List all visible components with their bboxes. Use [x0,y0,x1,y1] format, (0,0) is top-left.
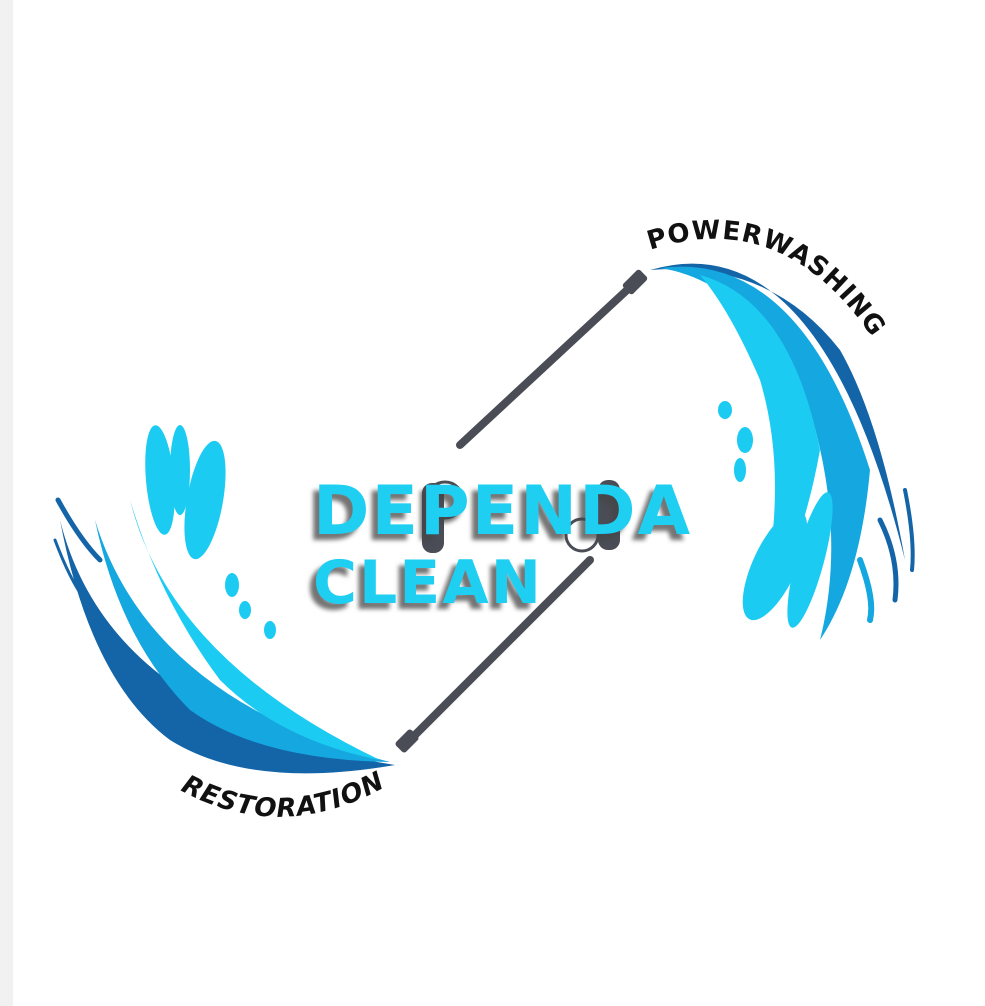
brand-name-line1: DEPENDA [313,472,693,551]
svg-text:RESTORATION: RESTORATION [177,766,390,824]
right-water-splash-icon [650,263,915,640]
pressure-wand-bottom-icon [395,480,620,753]
arc-text-restoration: RESTORATION [177,766,389,824]
brand-name-line2: CLEAN [313,548,543,618]
left-water-splash-icon [53,425,395,774]
left-edge-strip [0,0,13,1006]
pressure-wand-top-icon [422,269,648,553]
